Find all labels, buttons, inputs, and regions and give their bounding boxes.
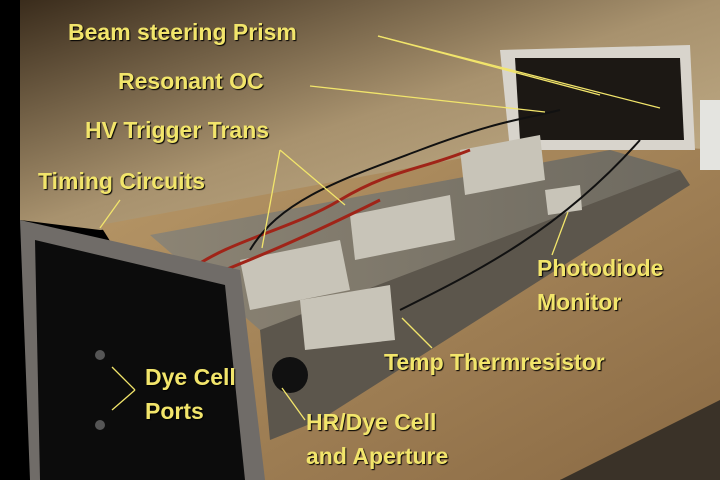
aperture	[272, 357, 308, 393]
label-photodiode-monitor: Photodiode Monitor	[537, 251, 663, 319]
label-line: HR/Dye Cell	[306, 409, 437, 435]
label-temp-thermresistor: Temp Thermresistor	[384, 349, 605, 375]
optical-mounts	[240, 135, 582, 350]
label-hv-trigger-trans: HV Trigger Trans	[85, 117, 270, 143]
leader-lines	[99, 35, 661, 421]
label-line: Photodiode	[537, 255, 664, 281]
label-line: Monitor	[537, 289, 622, 315]
label-line: Dye Cell	[145, 364, 236, 390]
label-hr-dye-cell-aperture: HR/Dye Cell and Aperture	[306, 405, 448, 473]
label-beam-steering-prism: Beam steering Prism	[68, 19, 297, 45]
label-timing-circuits: Timing Circuits	[38, 168, 205, 194]
label-resonant-oc: Resonant OC	[118, 68, 264, 94]
label-line: Ports	[145, 398, 204, 424]
label-line: and Aperture	[306, 443, 449, 469]
label-dye-cell-ports: Dye Cell Ports	[145, 360, 236, 428]
